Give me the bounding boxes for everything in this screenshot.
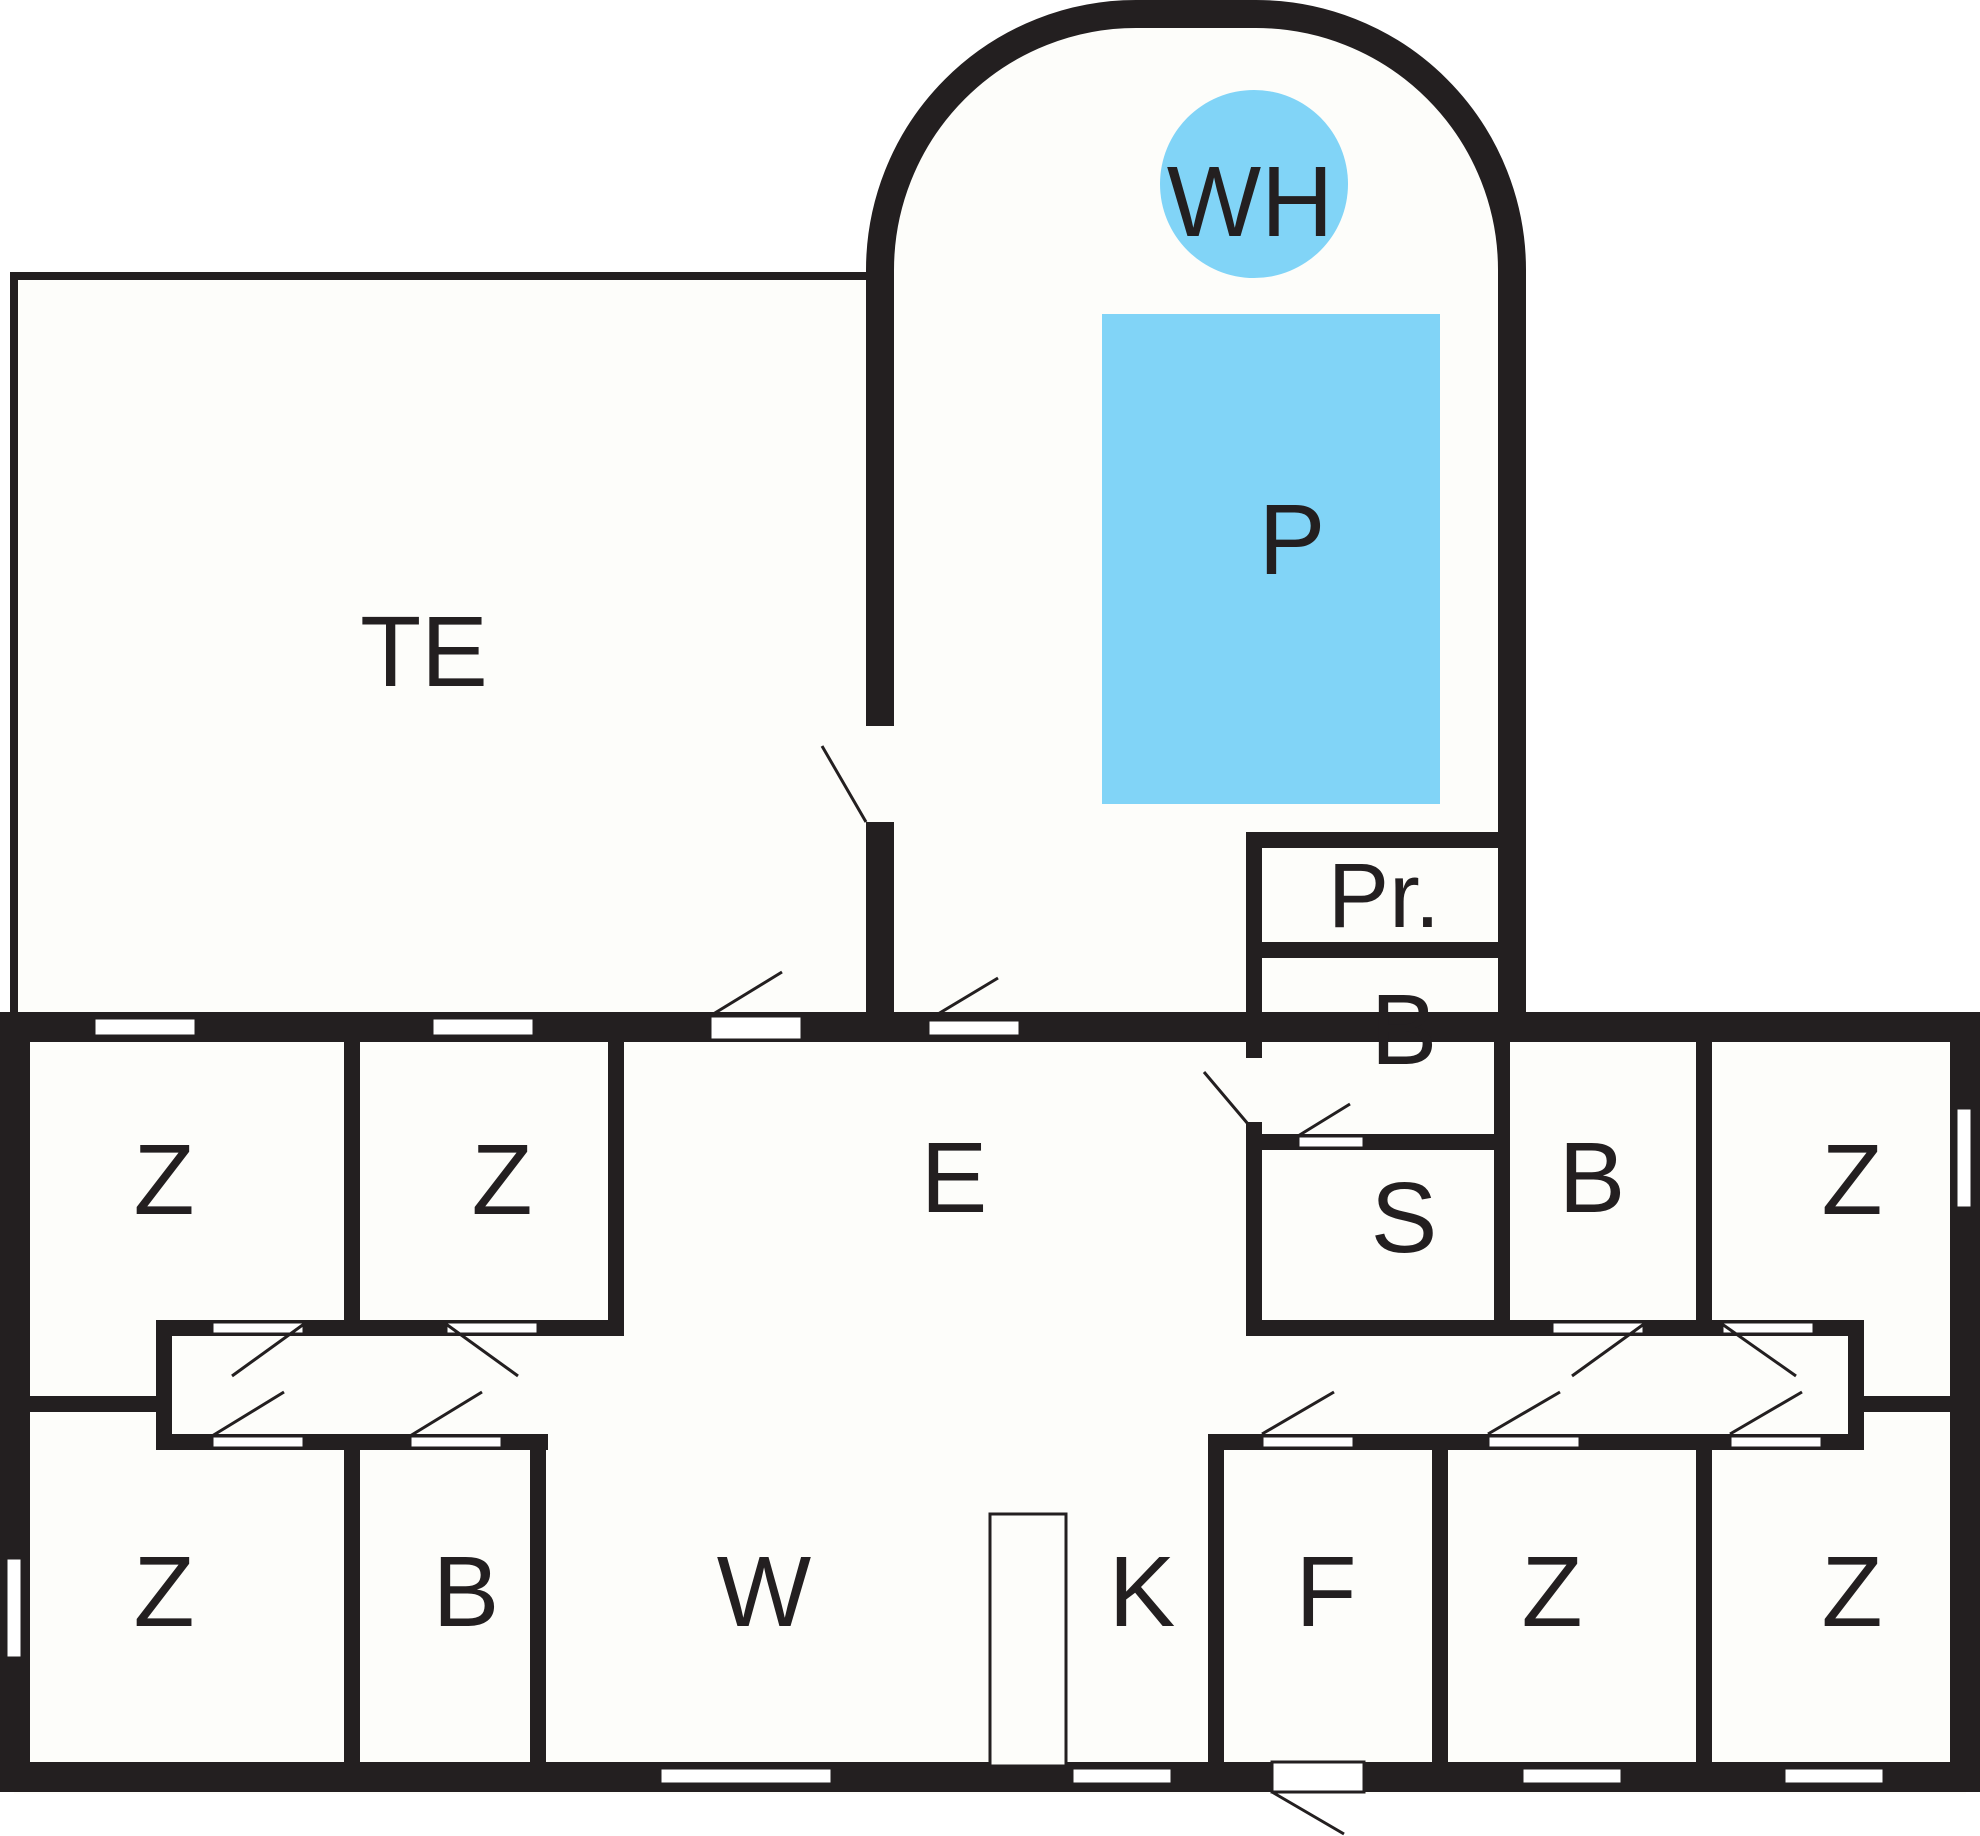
room-label-z-top-mid: Z xyxy=(471,1124,532,1236)
pool-hall-wall xyxy=(866,0,1526,1030)
room-label-z-bottom-right: Z xyxy=(1821,1536,1882,1648)
window xyxy=(430,1016,536,1038)
room-label-b-top: B xyxy=(1371,974,1438,1086)
room-label-z-bottom-left: Z xyxy=(133,1536,194,1648)
window xyxy=(92,1016,198,1038)
whirlpool-shape xyxy=(1160,90,1348,278)
room-label-wh: WH xyxy=(1167,146,1334,258)
room-label-s: S xyxy=(1371,1162,1438,1274)
room-label-te: TE xyxy=(360,596,488,708)
terrace-floor xyxy=(14,278,874,1014)
terrace-door xyxy=(708,1014,804,1042)
terrace-outline xyxy=(10,272,874,1016)
room-label-z-top-left: Z xyxy=(133,1124,194,1236)
window xyxy=(1782,1766,1886,1786)
room-label-z-top-right: Z xyxy=(1821,1124,1882,1236)
water-features xyxy=(1102,90,1440,804)
room-label-pr: Pr. xyxy=(1328,845,1440,947)
windows xyxy=(4,1016,1974,1786)
room-labels: TE WH P Pr. B E S B Z Z Z Z B W K F Z Z xyxy=(133,146,1882,1648)
door-swings xyxy=(211,745,1803,1836)
window xyxy=(4,1556,24,1660)
pool-hall-wall-lower-left xyxy=(866,822,894,1042)
room-label-p: P xyxy=(1259,484,1326,596)
room-label-b-right: B xyxy=(1559,1122,1626,1234)
door-gaps xyxy=(210,726,1824,1794)
room-label-k: K xyxy=(1109,1536,1176,1648)
window xyxy=(1520,1766,1624,1786)
window xyxy=(658,1766,834,1786)
room-label-z-bottom-mid: Z xyxy=(1521,1536,1582,1648)
room-label-b-bottom-left: B xyxy=(433,1536,500,1648)
kitchen-counter xyxy=(988,1512,1068,1768)
service-block-walls xyxy=(1246,832,1502,1054)
room-label-e: E xyxy=(921,1122,988,1234)
pool-shape xyxy=(1102,314,1440,804)
entrance-door xyxy=(1270,1760,1366,1794)
room-label-w: W xyxy=(717,1536,812,1648)
pool-hall-door xyxy=(926,1018,1022,1038)
room-label-f: F xyxy=(1295,1536,1356,1648)
window xyxy=(1954,1106,1974,1210)
window xyxy=(1070,1766,1174,1786)
